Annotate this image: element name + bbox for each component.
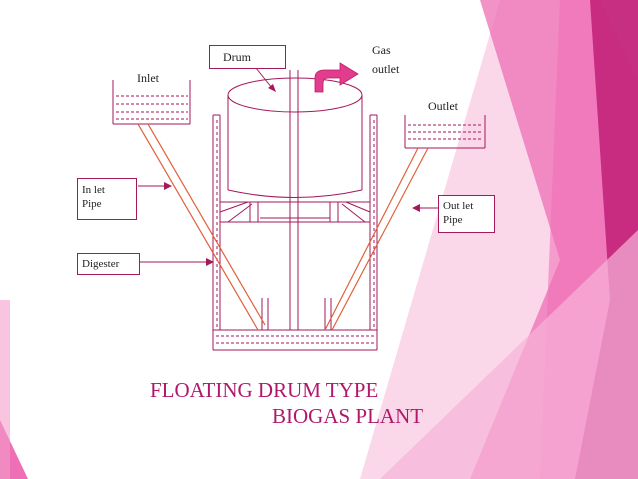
- inlet-label: Inlet: [137, 71, 159, 85]
- digester-structure: [212, 70, 378, 351]
- digester-label-box: Digester: [77, 253, 140, 275]
- outlet-pipe: [324, 147, 429, 331]
- inlet-pipe: [137, 123, 266, 331]
- digester-label: Digester: [82, 258, 120, 270]
- arrow-digester: [206, 258, 214, 266]
- title-line2: BIOGAS PLANT: [272, 404, 424, 428]
- arrow-outlet-pipe: [412, 204, 420, 212]
- outlet-pipe-label-line1: Out let: [443, 200, 474, 212]
- drum-label: Drum: [223, 50, 251, 64]
- drum-label-box: Drum: [209, 45, 286, 69]
- title-line1: FLOATING DRUM TYPE: [150, 378, 379, 402]
- inlet-tank: [112, 80, 191, 125]
- deco-left-sliver: [0, 300, 10, 479]
- leader-drum: [255, 67, 273, 89]
- outlet-tank: [404, 115, 486, 149]
- arrow-drum: [268, 84, 276, 92]
- gas-label-line2: outlet: [372, 62, 400, 76]
- gas-outlet-arrow-icon: [314, 62, 359, 93]
- floating-drum: [227, 77, 363, 198]
- gas-label-line1: Gas: [372, 43, 391, 57]
- outlet-pipe-label-line2: Pipe: [443, 214, 463, 226]
- inlet-pipe-label-box: In let Pipe: [77, 178, 137, 220]
- outlet-pipe-label-box: Out let Pipe: [438, 195, 495, 233]
- arrow-inlet-pipe: [164, 182, 172, 190]
- inlet-pipe-label-line2: Pipe: [82, 198, 102, 210]
- inlet-pipe-label-line1: In let: [82, 184, 105, 196]
- outlet-label: Outlet: [428, 99, 458, 113]
- deco-triangle-bottom: [380, 230, 638, 479]
